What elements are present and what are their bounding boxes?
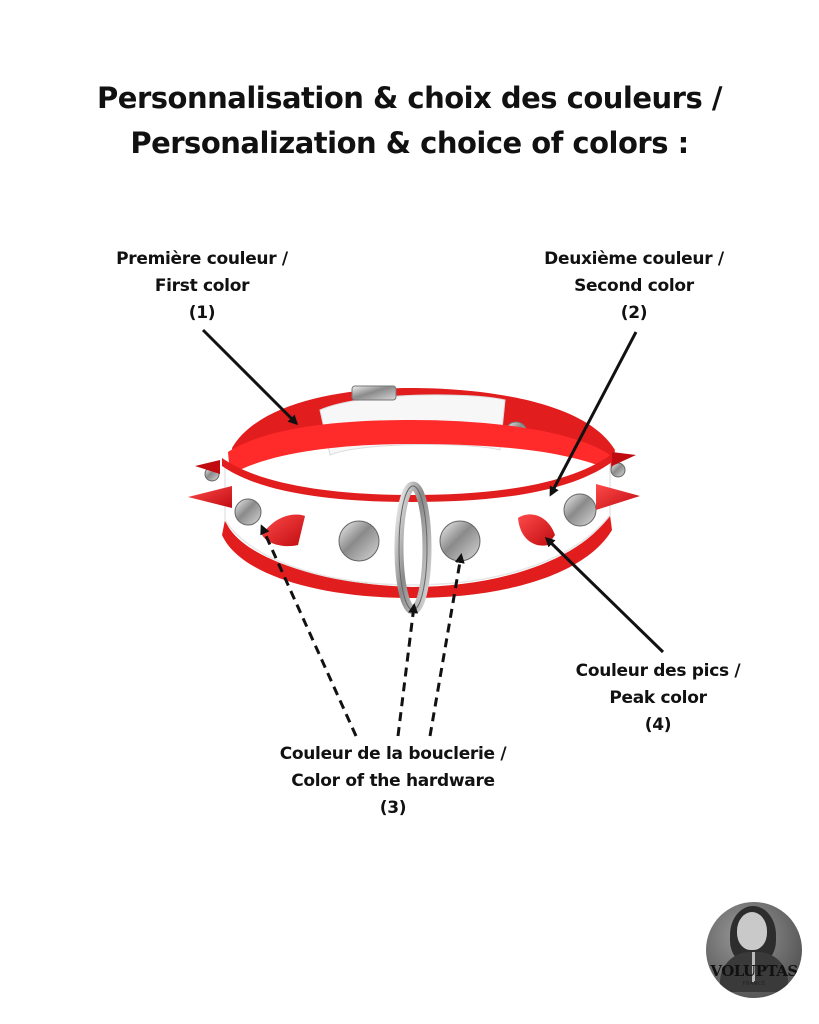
brand-logo: VOLUPTAS FRANCE — [706, 902, 802, 998]
label-hardware-color: Couleur de la bouclerie / Color of the h… — [263, 741, 523, 822]
label-hardware-color-num: (3) — [379, 798, 407, 818]
label-first-color-fr: Première couleur / — [116, 249, 288, 269]
spike-left-inner — [262, 514, 305, 547]
label-peak-color-num: (4) — [644, 715, 672, 735]
arrow-4 — [544, 536, 665, 654]
label-first-color-en: First color — [154, 276, 250, 296]
arrow-2 — [549, 331, 638, 497]
label-second-color-en: Second color — [574, 276, 694, 296]
annotation-arrows — [201, 328, 665, 737]
arrow-1 — [201, 328, 299, 426]
buckle — [351, 385, 397, 401]
spike-right-back — [612, 452, 636, 466]
label-second-color-num: (2) — [620, 303, 648, 323]
collar-bottom-red — [222, 515, 612, 598]
collar-inner-lining — [228, 420, 610, 475]
logo-brand-sub: FRANCE — [742, 981, 766, 987]
label-first-color-num: (1) — [188, 303, 216, 323]
label-second-color-fr: Deuxième couleur / — [544, 249, 724, 269]
stud-center — [439, 520, 481, 562]
collar-front-red-rim — [222, 454, 612, 502]
label-peak-color-en: Peak color — [609, 688, 707, 708]
title-line-1: Personnalisation & choix des couleurs / — [97, 81, 722, 115]
label-second-color: Deuxième couleur / Second color (2) — [524, 246, 744, 327]
arrow-3c — [428, 553, 465, 737]
label-peak-color: Couleur des pics / Peak color (4) — [548, 658, 768, 739]
arrow-3b — [396, 603, 419, 737]
spike-left-back — [195, 460, 220, 474]
spike-right-outer — [596, 484, 640, 510]
collar — [188, 385, 640, 615]
page-title: Personnalisation & choix des couleurs / … — [0, 76, 819, 166]
label-peak-color-fr: Couleur des pics / — [575, 661, 741, 681]
logo-strap — [752, 952, 755, 982]
arrow-3a — [260, 524, 358, 737]
logo-brand-name: VOLUPTAS — [710, 962, 798, 980]
stud-left-1 — [234, 498, 262, 526]
logo-face — [737, 912, 767, 950]
label-first-color: Première couleur / First color (1) — [92, 246, 312, 327]
label-hardware-color-en: Color of the hardware — [291, 771, 495, 791]
stud-left-2 — [338, 520, 380, 562]
title-line-2: Personalization & choice of colors : — [130, 126, 689, 160]
stud-right-1 — [563, 493, 597, 527]
spike-left-outer — [188, 486, 232, 508]
label-hardware-color-fr: Couleur de la bouclerie / — [279, 744, 507, 764]
